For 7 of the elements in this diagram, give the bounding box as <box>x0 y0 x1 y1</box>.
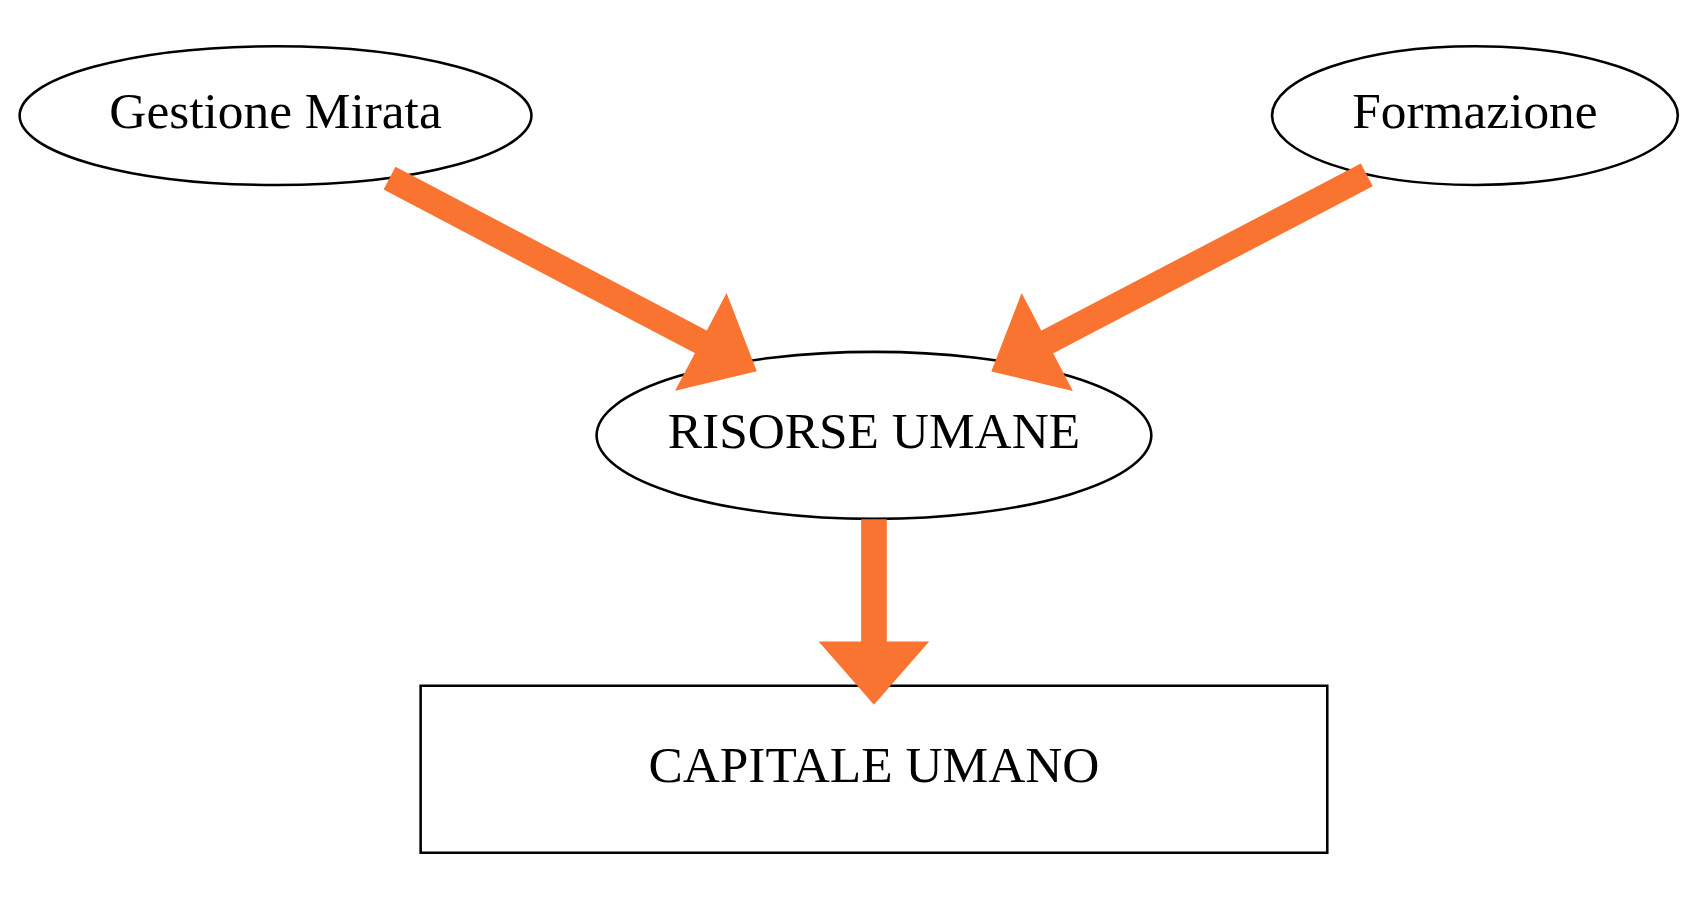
arrow <box>991 163 1373 391</box>
node-ellipse: Formazione <box>1270 45 1680 187</box>
node-box: CAPITALE UMANO <box>419 684 1329 854</box>
arrow <box>818 519 930 705</box>
node-ellipse: Gestione Mirata <box>18 45 533 187</box>
node-ellipse: RISORSE UMANE <box>595 350 1153 521</box>
arrow <box>383 166 757 391</box>
